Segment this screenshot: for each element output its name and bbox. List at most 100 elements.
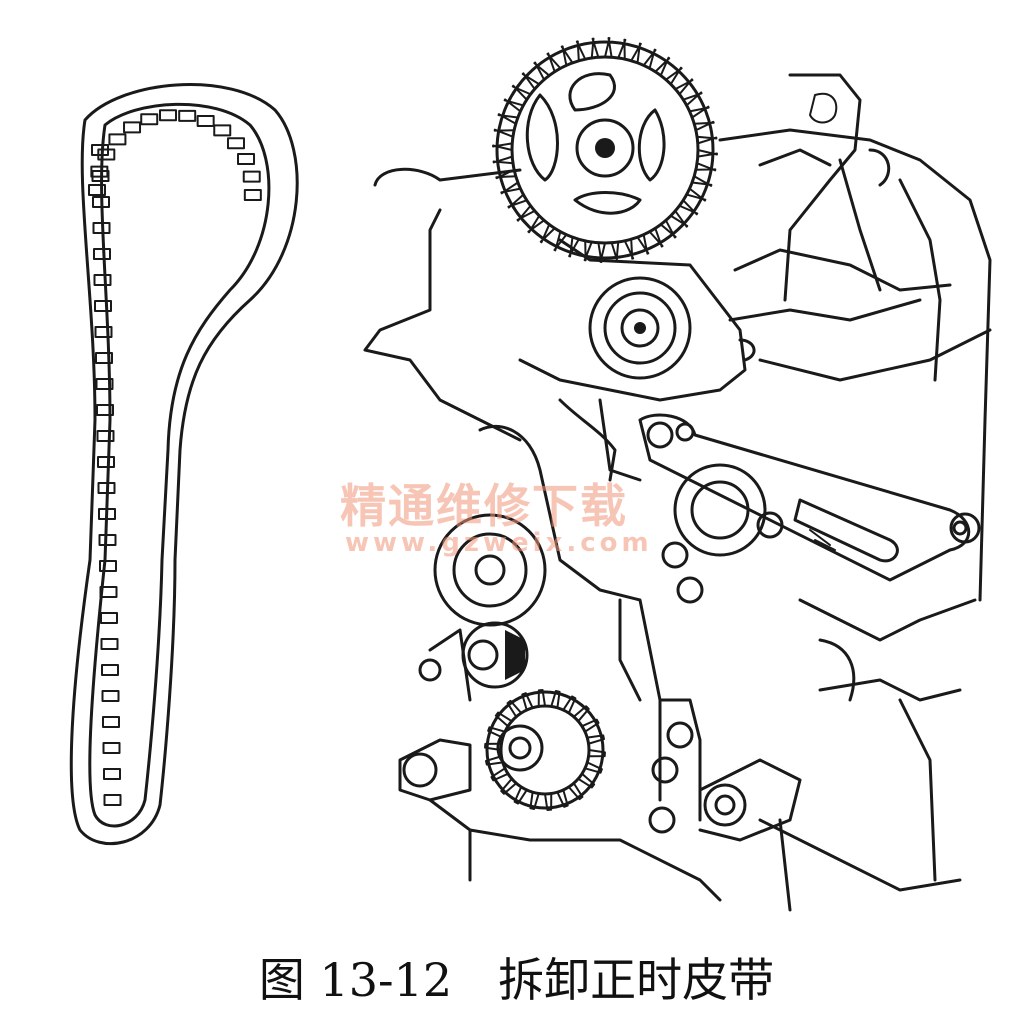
belt-tooth <box>101 664 119 676</box>
gear-tooth <box>590 37 600 59</box>
gear-tooth <box>567 782 584 801</box>
belt-tooth <box>98 534 117 546</box>
gear-tooth <box>659 219 677 239</box>
belt-teeth <box>88 109 262 806</box>
belt-tooth <box>94 326 113 338</box>
belt-tooth <box>88 184 106 196</box>
gear-tooth <box>500 181 522 195</box>
gear-tooth <box>490 767 509 782</box>
gear-tooth <box>556 789 569 808</box>
gear-tooth <box>664 66 683 86</box>
gear-tooth <box>623 238 635 260</box>
belt-tooth <box>94 300 112 312</box>
gear-tooth <box>546 52 562 73</box>
crankshaft-sprocket-teeth <box>484 689 606 811</box>
belt-tooth <box>102 716 120 728</box>
gear-tooth <box>521 692 534 711</box>
gear-tooth <box>572 705 590 723</box>
belt-tooth <box>90 165 109 178</box>
belt-tooth <box>95 378 114 390</box>
gear-tooth <box>617 38 627 61</box>
belt-tooth <box>97 456 115 468</box>
belt-tooth <box>97 482 116 494</box>
gear-tooth <box>654 56 671 77</box>
belt-tooth <box>108 133 127 146</box>
gear-tooth <box>678 199 699 216</box>
gear-tooth <box>584 761 603 774</box>
timing-belt <box>69 83 299 846</box>
belt-tooth <box>100 638 119 650</box>
belt-tooth <box>178 109 197 122</box>
gear-tooth <box>696 149 718 158</box>
belt-tooth <box>102 742 121 754</box>
gear-tooth <box>636 233 650 255</box>
gear-tooth <box>553 230 568 252</box>
belt-tooth <box>103 768 121 780</box>
belt-tooth <box>140 113 159 126</box>
gear-tooth <box>688 105 710 119</box>
gear-tooth <box>533 61 551 81</box>
gear-tooth <box>682 91 703 107</box>
gear-tooth <box>527 214 546 234</box>
gear-tooth <box>506 699 523 718</box>
gear-tooth <box>642 48 657 70</box>
gear-tooth <box>674 78 694 96</box>
belt-tooth <box>101 690 120 702</box>
gear-tooth <box>487 726 506 739</box>
gear-tooth <box>586 734 605 745</box>
gear-tooth <box>577 772 596 789</box>
engine-front <box>363 37 992 912</box>
gear-tooth <box>575 40 587 62</box>
camshaft-sprocket-teeth <box>492 37 718 263</box>
belt-tooth <box>242 170 261 183</box>
gear-tooth <box>507 193 528 209</box>
gear-tooth <box>495 168 517 180</box>
gear-tooth <box>511 84 532 101</box>
gear-tooth <box>581 718 600 733</box>
gear-tooth <box>669 209 689 228</box>
gear-tooth <box>587 749 606 758</box>
gear-tooth <box>493 128 516 138</box>
gear-tooth <box>560 45 574 67</box>
belt-tooth <box>123 121 142 134</box>
gear-tooth <box>497 113 519 125</box>
watermark-text: 精通维修下载 <box>340 479 628 533</box>
belt-tooth <box>93 248 111 260</box>
gear-tooth <box>648 227 664 248</box>
belt-tooth <box>99 560 117 572</box>
belt-tooth <box>159 109 178 122</box>
belt-tooth <box>96 430 115 442</box>
belt-tooth <box>213 124 232 137</box>
gear-tooth <box>503 98 525 113</box>
gear-tooth <box>484 742 503 751</box>
belt-tooth <box>96 404 114 416</box>
gear-tooth <box>694 162 717 172</box>
gear-tooth <box>544 792 553 811</box>
belt-tooth <box>226 137 245 150</box>
gear-tooth <box>550 690 561 709</box>
belt-tooth <box>99 586 118 598</box>
gear-tooth <box>494 711 513 728</box>
gear-tooth <box>516 204 536 222</box>
belt-tooth <box>93 274 112 286</box>
gear-tooth <box>685 187 707 202</box>
gear-tooth <box>696 135 718 145</box>
belt-tooth <box>92 196 110 208</box>
gear-tooth <box>604 37 613 59</box>
gear-tooth <box>500 777 518 795</box>
watermark-url: www.gzweix.com <box>345 528 653 558</box>
gear-tooth <box>583 239 593 262</box>
gear-tooth <box>529 791 540 810</box>
gear-tooth <box>513 786 528 805</box>
gear-tooth <box>562 695 577 714</box>
gear-tooth <box>537 689 546 708</box>
belt-tooth <box>92 222 111 234</box>
belt-tooth <box>98 508 116 520</box>
belt-tooth <box>237 152 256 165</box>
gear-tooth <box>539 223 556 244</box>
gear-tooth <box>492 142 514 151</box>
belt-tooth <box>97 148 116 161</box>
belt-tooth <box>103 794 122 806</box>
figure-caption: 图 13-12 拆卸正时皮带 <box>258 953 775 1007</box>
